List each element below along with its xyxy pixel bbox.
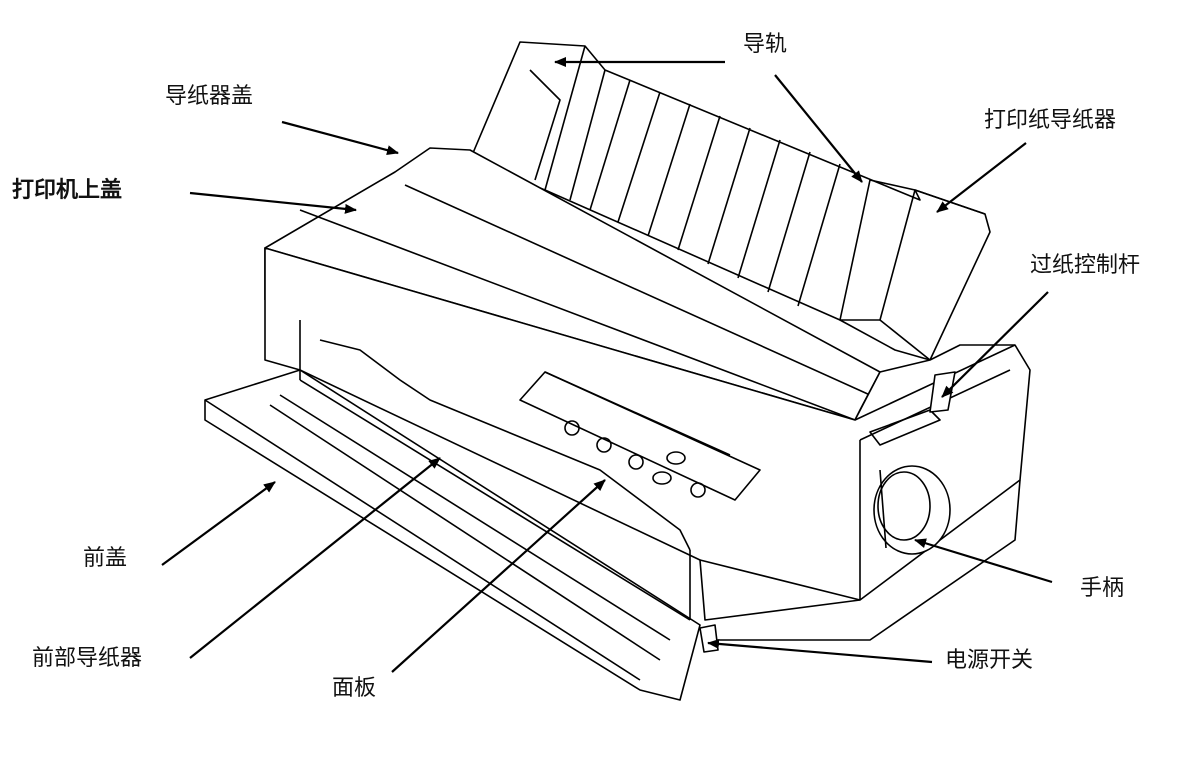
arrow-paper-guide-cover bbox=[281, 120, 399, 155]
label-panel: 面板 bbox=[332, 676, 377, 701]
paper-support-drawing bbox=[469, 41, 991, 361]
label-power-switch: 电源开关 bbox=[945, 648, 1034, 673]
label-release-lever: 过纸控制杆 bbox=[1030, 253, 1141, 278]
label-paper-guide: 打印纸导纸器 bbox=[984, 108, 1117, 133]
front-cover-drawing bbox=[204, 320, 701, 701]
arrow-knob bbox=[914, 538, 1053, 584]
label-knob: 手柄 bbox=[1080, 576, 1125, 601]
arrow-printer-cover bbox=[189, 191, 357, 214]
arrow-front-cover bbox=[161, 481, 276, 566]
label-front-paper-guide: 前部导纸器 bbox=[32, 646, 143, 671]
control-panel-drawing bbox=[519, 371, 761, 501]
arrow-release-lever bbox=[941, 291, 1049, 398]
power-switch-drawing bbox=[699, 624, 719, 653]
arrow-front-paper-guide bbox=[189, 457, 441, 659]
printer-illustration bbox=[204, 41, 1031, 701]
label-rail: 导轨 bbox=[743, 32, 788, 57]
knob-drawing bbox=[873, 465, 951, 555]
arrow-rail-2 bbox=[774, 74, 863, 183]
leader-lines bbox=[161, 57, 1053, 673]
arrow-paper-guide bbox=[936, 142, 1027, 213]
arrow-panel bbox=[391, 479, 606, 673]
label-printer-cover: 打印机上盖 bbox=[12, 178, 123, 203]
label-front-cover: 前盖 bbox=[83, 546, 128, 571]
label-paper-guide-cover: 导纸器盖 bbox=[165, 84, 254, 109]
arrow-power-switch bbox=[707, 638, 933, 664]
